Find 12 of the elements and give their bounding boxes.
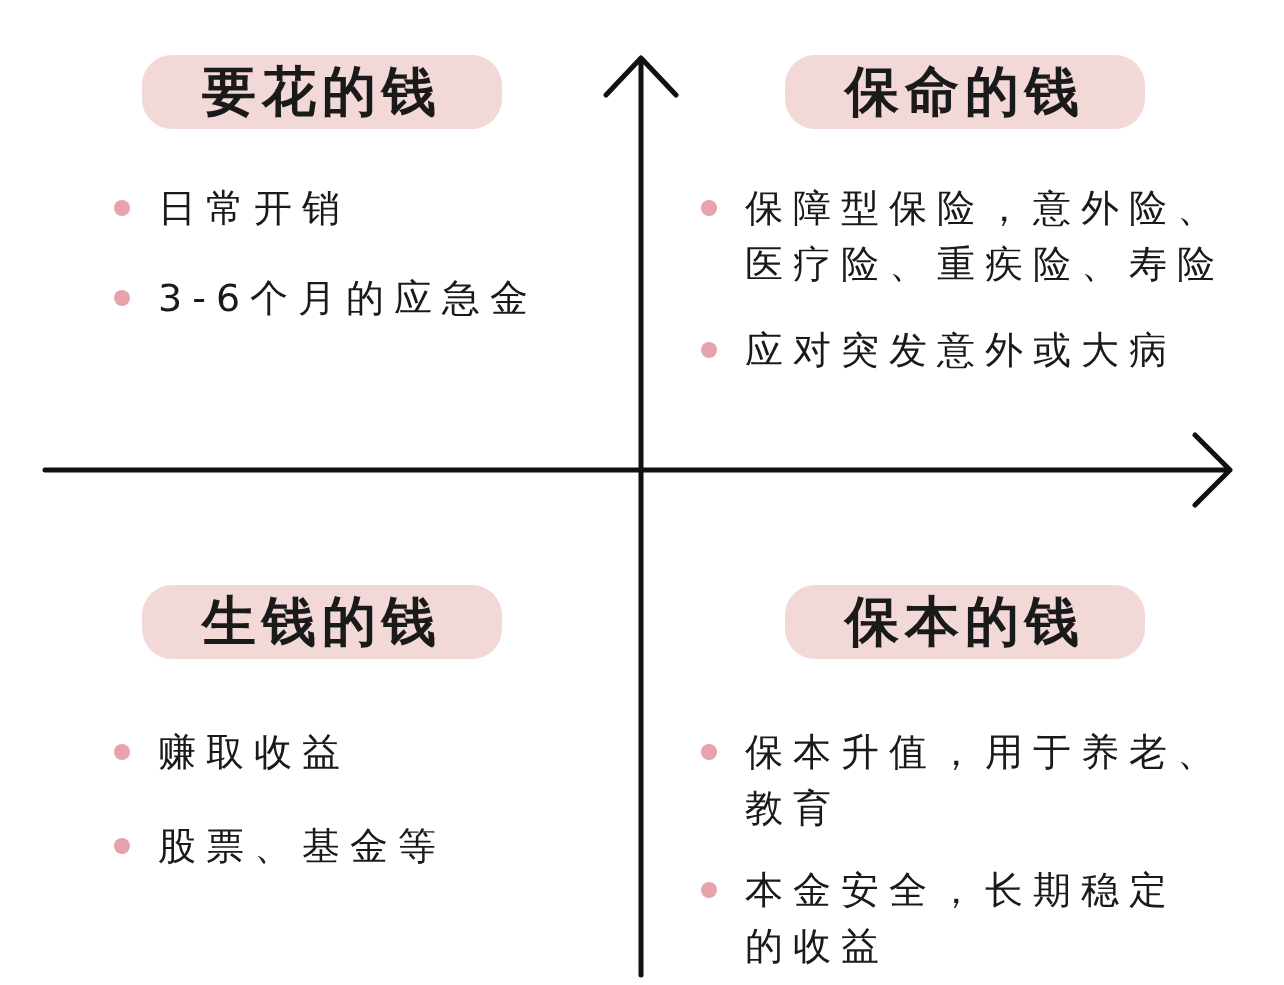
- quadrant-heading: 要花的钱: [142, 55, 502, 129]
- quadrant-heading: 保本的钱: [785, 585, 1145, 659]
- bullet-text: 赚取收益: [158, 729, 351, 776]
- quadrant-heading: 生钱的钱: [142, 585, 502, 659]
- bullet-text: 保本升值，用于养老、教育: [745, 729, 1226, 832]
- bullet-text: 3-6个月的应急金: [158, 275, 540, 322]
- bullet-text: 应对突发意外或大病: [745, 327, 1178, 374]
- bullet-text: 日常开销: [158, 185, 351, 232]
- bullet-text: 保障型保险，意外险、医疗险、重疾险、寿险: [745, 185, 1226, 288]
- bullet-text: 股票、基金等: [158, 823, 447, 870]
- bullet-text: 本金安全，长期稳定的收益: [745, 867, 1178, 970]
- quadrant-heading: 保命的钱: [785, 55, 1145, 129]
